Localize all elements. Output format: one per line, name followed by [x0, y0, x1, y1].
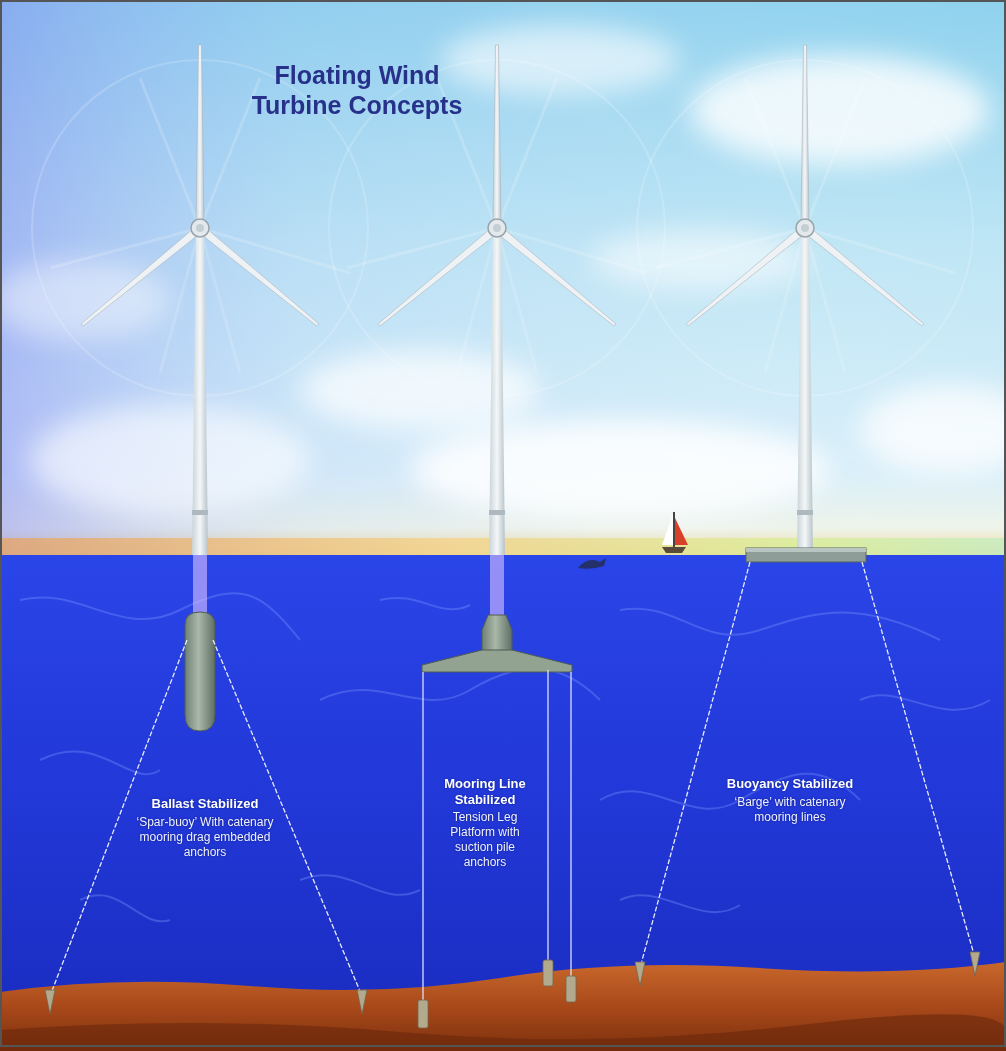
mooring-line — [50, 640, 362, 996]
sky — [0, 0, 1006, 556]
concept-description: ‘Barge’ with catenary mooring lines — [720, 795, 860, 825]
sailboat — [662, 512, 688, 553]
concept-heading: Ballast Stabilized — [130, 796, 280, 812]
concept-description: Tension Leg Platform with suction pile a… — [433, 810, 537, 870]
tether — [423, 670, 571, 1002]
dolphin — [578, 558, 606, 569]
water-caustics — [20, 593, 990, 921]
concept-heading: Buoyancy Stabilized — [705, 776, 875, 792]
seabed — [0, 962, 1006, 1051]
barge-turbine — [635, 45, 980, 986]
concept-heading: Mooring Line Stabilized — [433, 776, 537, 807]
suction-pile — [418, 960, 576, 1028]
spar-buoy-turbine — [32, 45, 368, 1014]
tension-leg-turbine — [329, 45, 665, 1028]
sea — [0, 555, 1006, 1051]
diagram-title: Floating Wind Turbine Concepts — [235, 60, 479, 120]
concept-description: ‘Spar-buoy’ With catenary mooring drag e… — [133, 815, 278, 860]
mooring-line — [640, 562, 975, 968]
